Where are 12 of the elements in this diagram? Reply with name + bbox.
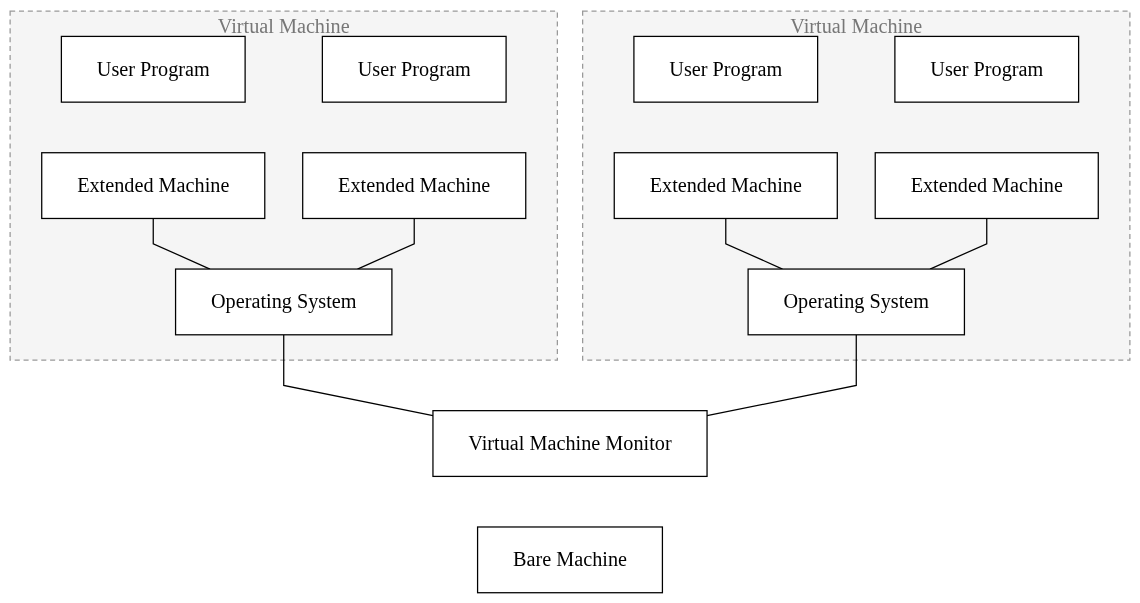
node-box: Virtual Machine Monitor: [432, 409, 708, 477]
node-box: Extended Machine: [302, 151, 527, 219]
node-box: Extended Machine: [874, 151, 1099, 219]
node-box: Extended Machine: [41, 151, 266, 219]
node-box: User Program: [60, 35, 246, 103]
node-box: User Program: [894, 35, 1080, 103]
node-box: Bare Machine: [476, 525, 664, 593]
node-box: User Program: [321, 35, 507, 103]
node-box: Operating System: [747, 268, 966, 335]
node-box: Extended Machine: [613, 151, 838, 219]
node-box: User Program: [633, 35, 819, 103]
node-box: Operating System: [174, 268, 393, 335]
